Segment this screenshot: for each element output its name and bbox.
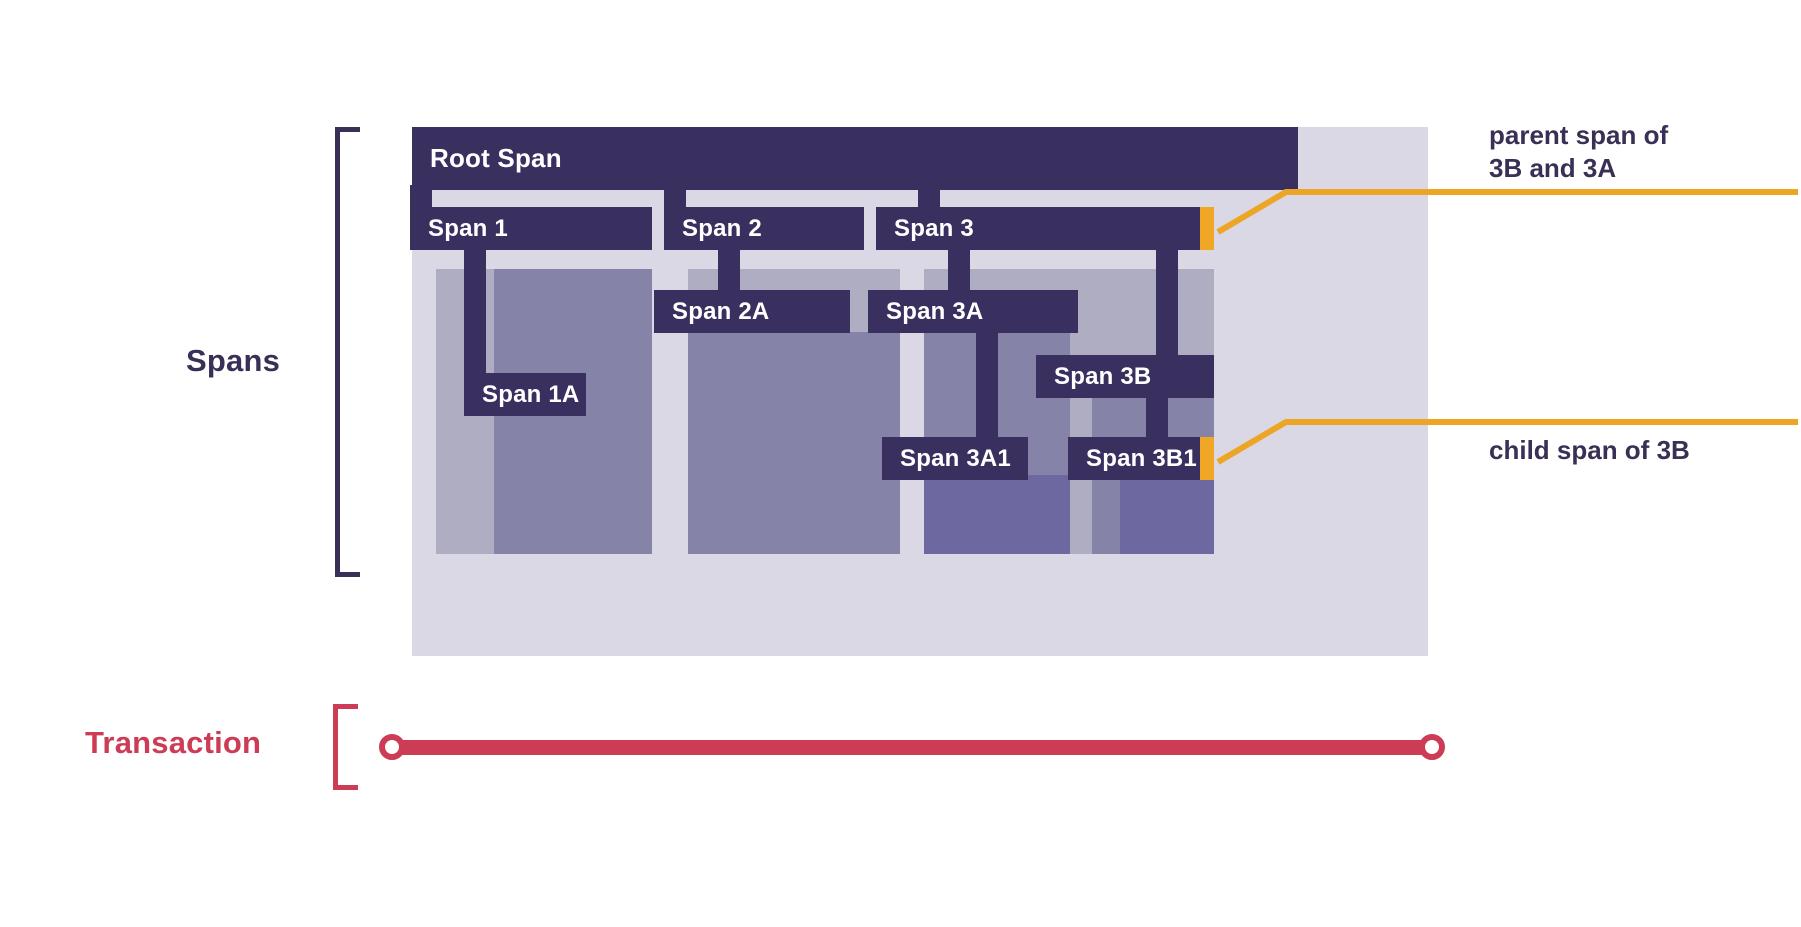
transaction-timeline-bar [388, 740, 1440, 755]
span-bar-span-3a-label: Span 3A [886, 297, 984, 325]
span-bar-span-3b-label: Span 3B [1054, 362, 1152, 390]
span-2a-lane [688, 332, 900, 554]
leader-line-parent [1216, 189, 1798, 235]
spans-group-label: Spans [186, 343, 281, 378]
transaction-bracket [333, 704, 358, 790]
span-3b1-lane [1120, 475, 1214, 554]
span-bar-span-3b[interactable]: Span 3B [1036, 355, 1214, 398]
span-bar-span-2-label: Span 2 [682, 214, 762, 242]
span-bar-root-label: Root Span [430, 143, 562, 173]
span-bar-span-2[interactable]: Span 2 [664, 207, 864, 250]
span-bar-span-2a-label: Span 2A [672, 297, 770, 325]
leader-line-child [1216, 419, 1798, 465]
transaction-group-label: Transaction [85, 725, 262, 760]
connector-span3a-to-span3a1 [976, 309, 998, 479]
span-bar-span-1a-label: Span 1A [482, 380, 580, 408]
span-bar-root[interactable]: Root Span [412, 127, 1298, 190]
connector-span3-to-span3b [1156, 247, 1178, 389]
span-bar-span-1a[interactable]: Span 1A [464, 373, 586, 416]
span-bar-span-3b1-label: Span 3B1 [1086, 444, 1197, 472]
highlight-marker-parent [1200, 207, 1214, 250]
span-bar-span-3b1[interactable]: Span 3B1 [1068, 437, 1214, 480]
span-bar-span-2a[interactable]: Span 2A [654, 290, 850, 333]
transaction-end-node [1419, 734, 1445, 760]
span-bar-span-3a1[interactable]: Span 3A1 [882, 437, 1028, 480]
span-bar-span-3[interactable]: Span 3 [876, 207, 1214, 250]
callout-parent-span: parent span of 3B and 3A [1489, 120, 1669, 184]
span-bar-span-3a[interactable]: Span 3A [868, 290, 1078, 333]
transaction-start-node [379, 734, 405, 760]
span-bar-span-1[interactable]: Span 1 [410, 207, 652, 250]
span-bar-span-3-label: Span 3 [894, 214, 974, 242]
connector-span1-to-span1a [464, 247, 486, 389]
highlight-marker-child [1200, 437, 1214, 480]
spans-bracket [335, 127, 360, 577]
spans-panel: Root Span Span 1 Span 1A Span 2 Span 2A … [410, 127, 1428, 656]
span-bar-span-1-label: Span 1 [428, 214, 508, 242]
callout-child-span: child span of 3B [1489, 435, 1690, 465]
span-3a1-lane [924, 475, 1070, 554]
span-bar-span-3a1-label: Span 3A1 [900, 444, 1011, 472]
